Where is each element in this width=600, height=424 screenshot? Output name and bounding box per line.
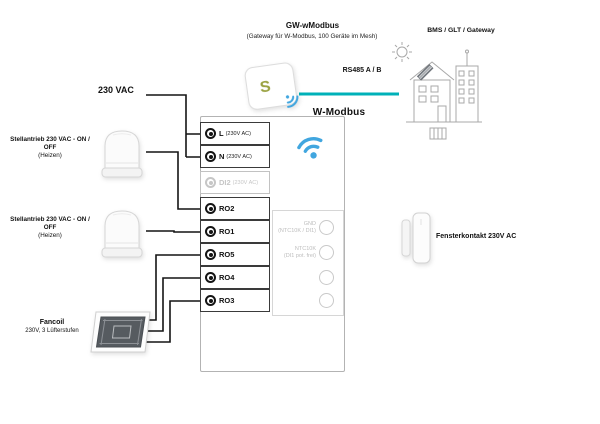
contact-body xyxy=(412,212,431,264)
terminal-label: RO3 xyxy=(219,296,235,305)
fancoil-illustration xyxy=(90,311,151,353)
fancoil-panel xyxy=(95,316,146,348)
actuator-body xyxy=(104,210,140,251)
terminal-contact-icon xyxy=(205,203,216,214)
terminal-row-n: N (230V AC) xyxy=(200,145,270,168)
terminal-sublabel: (230V AC) xyxy=(225,130,251,137)
sun-icon xyxy=(392,42,412,62)
terminal-row-ro2: RO2 xyxy=(200,197,270,220)
fancoil-center-grille xyxy=(111,325,132,339)
terminal-contact-icon xyxy=(205,128,216,139)
terminal-row-ro4: RO4 xyxy=(200,266,270,289)
gateway-logo: S xyxy=(259,78,272,96)
device-label-stellantrieb-2: Stellantrieb 230 VAC - ON / OFF (Heizen) xyxy=(4,216,96,240)
terminal-row-l: L (230V AC) xyxy=(200,122,270,145)
device-label-stellantrieb-1: Stellantrieb 230 VAC - ON / OFF (Heizen) xyxy=(4,136,96,160)
io-circle-gnd xyxy=(319,220,334,235)
gateway-device-illustration: S xyxy=(244,62,299,110)
solar-panel xyxy=(416,63,434,81)
wire-stellantrieb2-ro1 xyxy=(146,230,204,233)
gateway-title: GW-wModbus xyxy=(285,21,340,30)
terminal-contact-icon xyxy=(205,177,216,188)
bms-label: BMS / GLT / Gateway xyxy=(427,27,495,34)
terminal-row-ro3: RO3 xyxy=(200,289,270,312)
io-label-line2: (NTC10K / DI1) xyxy=(278,227,316,234)
gateway-body xyxy=(244,62,298,110)
fensterkontakt-illustration xyxy=(401,212,431,264)
terminal-label: RO2 xyxy=(219,204,235,213)
contact-magnet xyxy=(401,219,411,257)
gateway-wifi-icon xyxy=(285,95,299,108)
io-label-ntc10k: NTC10K (DI1 pot. frei) xyxy=(254,246,316,259)
device-label-line1: Stellantrieb 230 VAC - ON / OFF xyxy=(10,216,90,231)
io-circle-spare-1 xyxy=(319,270,334,285)
stellantrieb-1-illustration xyxy=(101,130,143,178)
io-circle-ntc10k xyxy=(319,245,334,260)
io-label-line1: GND xyxy=(303,221,316,227)
actuator-base xyxy=(101,247,143,258)
terminal-contact-icon xyxy=(205,249,216,260)
terminal-contact-icon xyxy=(205,272,216,283)
terminal-label: RO5 xyxy=(219,250,235,259)
terminal-contact-icon xyxy=(205,151,216,162)
terminal-row-ro5: RO5 xyxy=(200,243,270,266)
roof xyxy=(409,61,455,81)
io-circle-spare-2 xyxy=(319,293,334,308)
wmodbus-label: W-Modbus xyxy=(312,107,366,118)
wire-fancoil-ro4 xyxy=(146,277,204,332)
device-label-line1: Fancoil xyxy=(39,319,65,326)
wire-fancoil-ro3 xyxy=(146,300,204,343)
terminal-sublabel: (230V AC) xyxy=(226,153,252,160)
terminal-sublabel: (230V AC) xyxy=(232,179,259,186)
terminal-label: N xyxy=(219,152,225,161)
power-label: 230 VAC xyxy=(98,85,134,95)
device-label-line1: Stellantrieb 230 VAC - ON / OFF xyxy=(10,136,90,151)
device-label-line2: (Heizen) xyxy=(38,151,62,159)
fensterkontakt-label: Fensterkontakt 230V AC xyxy=(436,233,517,240)
actuator-base xyxy=(101,167,143,178)
terminal-label: RO4 xyxy=(219,273,235,282)
wire-230vac-feed xyxy=(146,94,187,157)
terminal-label: L xyxy=(219,129,224,138)
terminal-label: DI2 xyxy=(219,178,231,187)
io-label-line2: (DI1 pot. frei) xyxy=(283,252,316,259)
device-label-fancoil: Fancoil 230V, 3 Lüfterstufen xyxy=(16,319,88,335)
rs485-label: RS485 A / B xyxy=(342,67,382,74)
house-body xyxy=(413,79,451,123)
terminal-row-ro1: RO1 xyxy=(200,220,270,243)
terminal-contact-icon xyxy=(205,226,216,237)
terminal-row-di2: DI2 (230V AC) xyxy=(200,171,270,194)
device-label-line2: 230V, 3 Lüfterstufen xyxy=(25,327,79,334)
wmodbus-wifi-icon xyxy=(297,137,323,159)
terminal-label: RO1 xyxy=(219,227,235,236)
wire-stellantrieb1-ro2 xyxy=(146,151,204,210)
device-label-line2: (Heizen) xyxy=(38,231,62,239)
io-label-line1: NTC10K xyxy=(294,246,316,252)
actuator-body xyxy=(104,130,140,171)
wire-fancoil-ro5 xyxy=(146,254,204,321)
terminal-contact-icon xyxy=(205,295,216,306)
bms-building-illustration xyxy=(392,42,482,140)
stellantrieb-2-illustration xyxy=(101,210,143,258)
gateway-subtitle: (Gateway für W-Modbus, 100 Geräte im Mes… xyxy=(246,33,378,40)
io-label-gnd: GND (NTC10K / DI1) xyxy=(254,221,316,234)
